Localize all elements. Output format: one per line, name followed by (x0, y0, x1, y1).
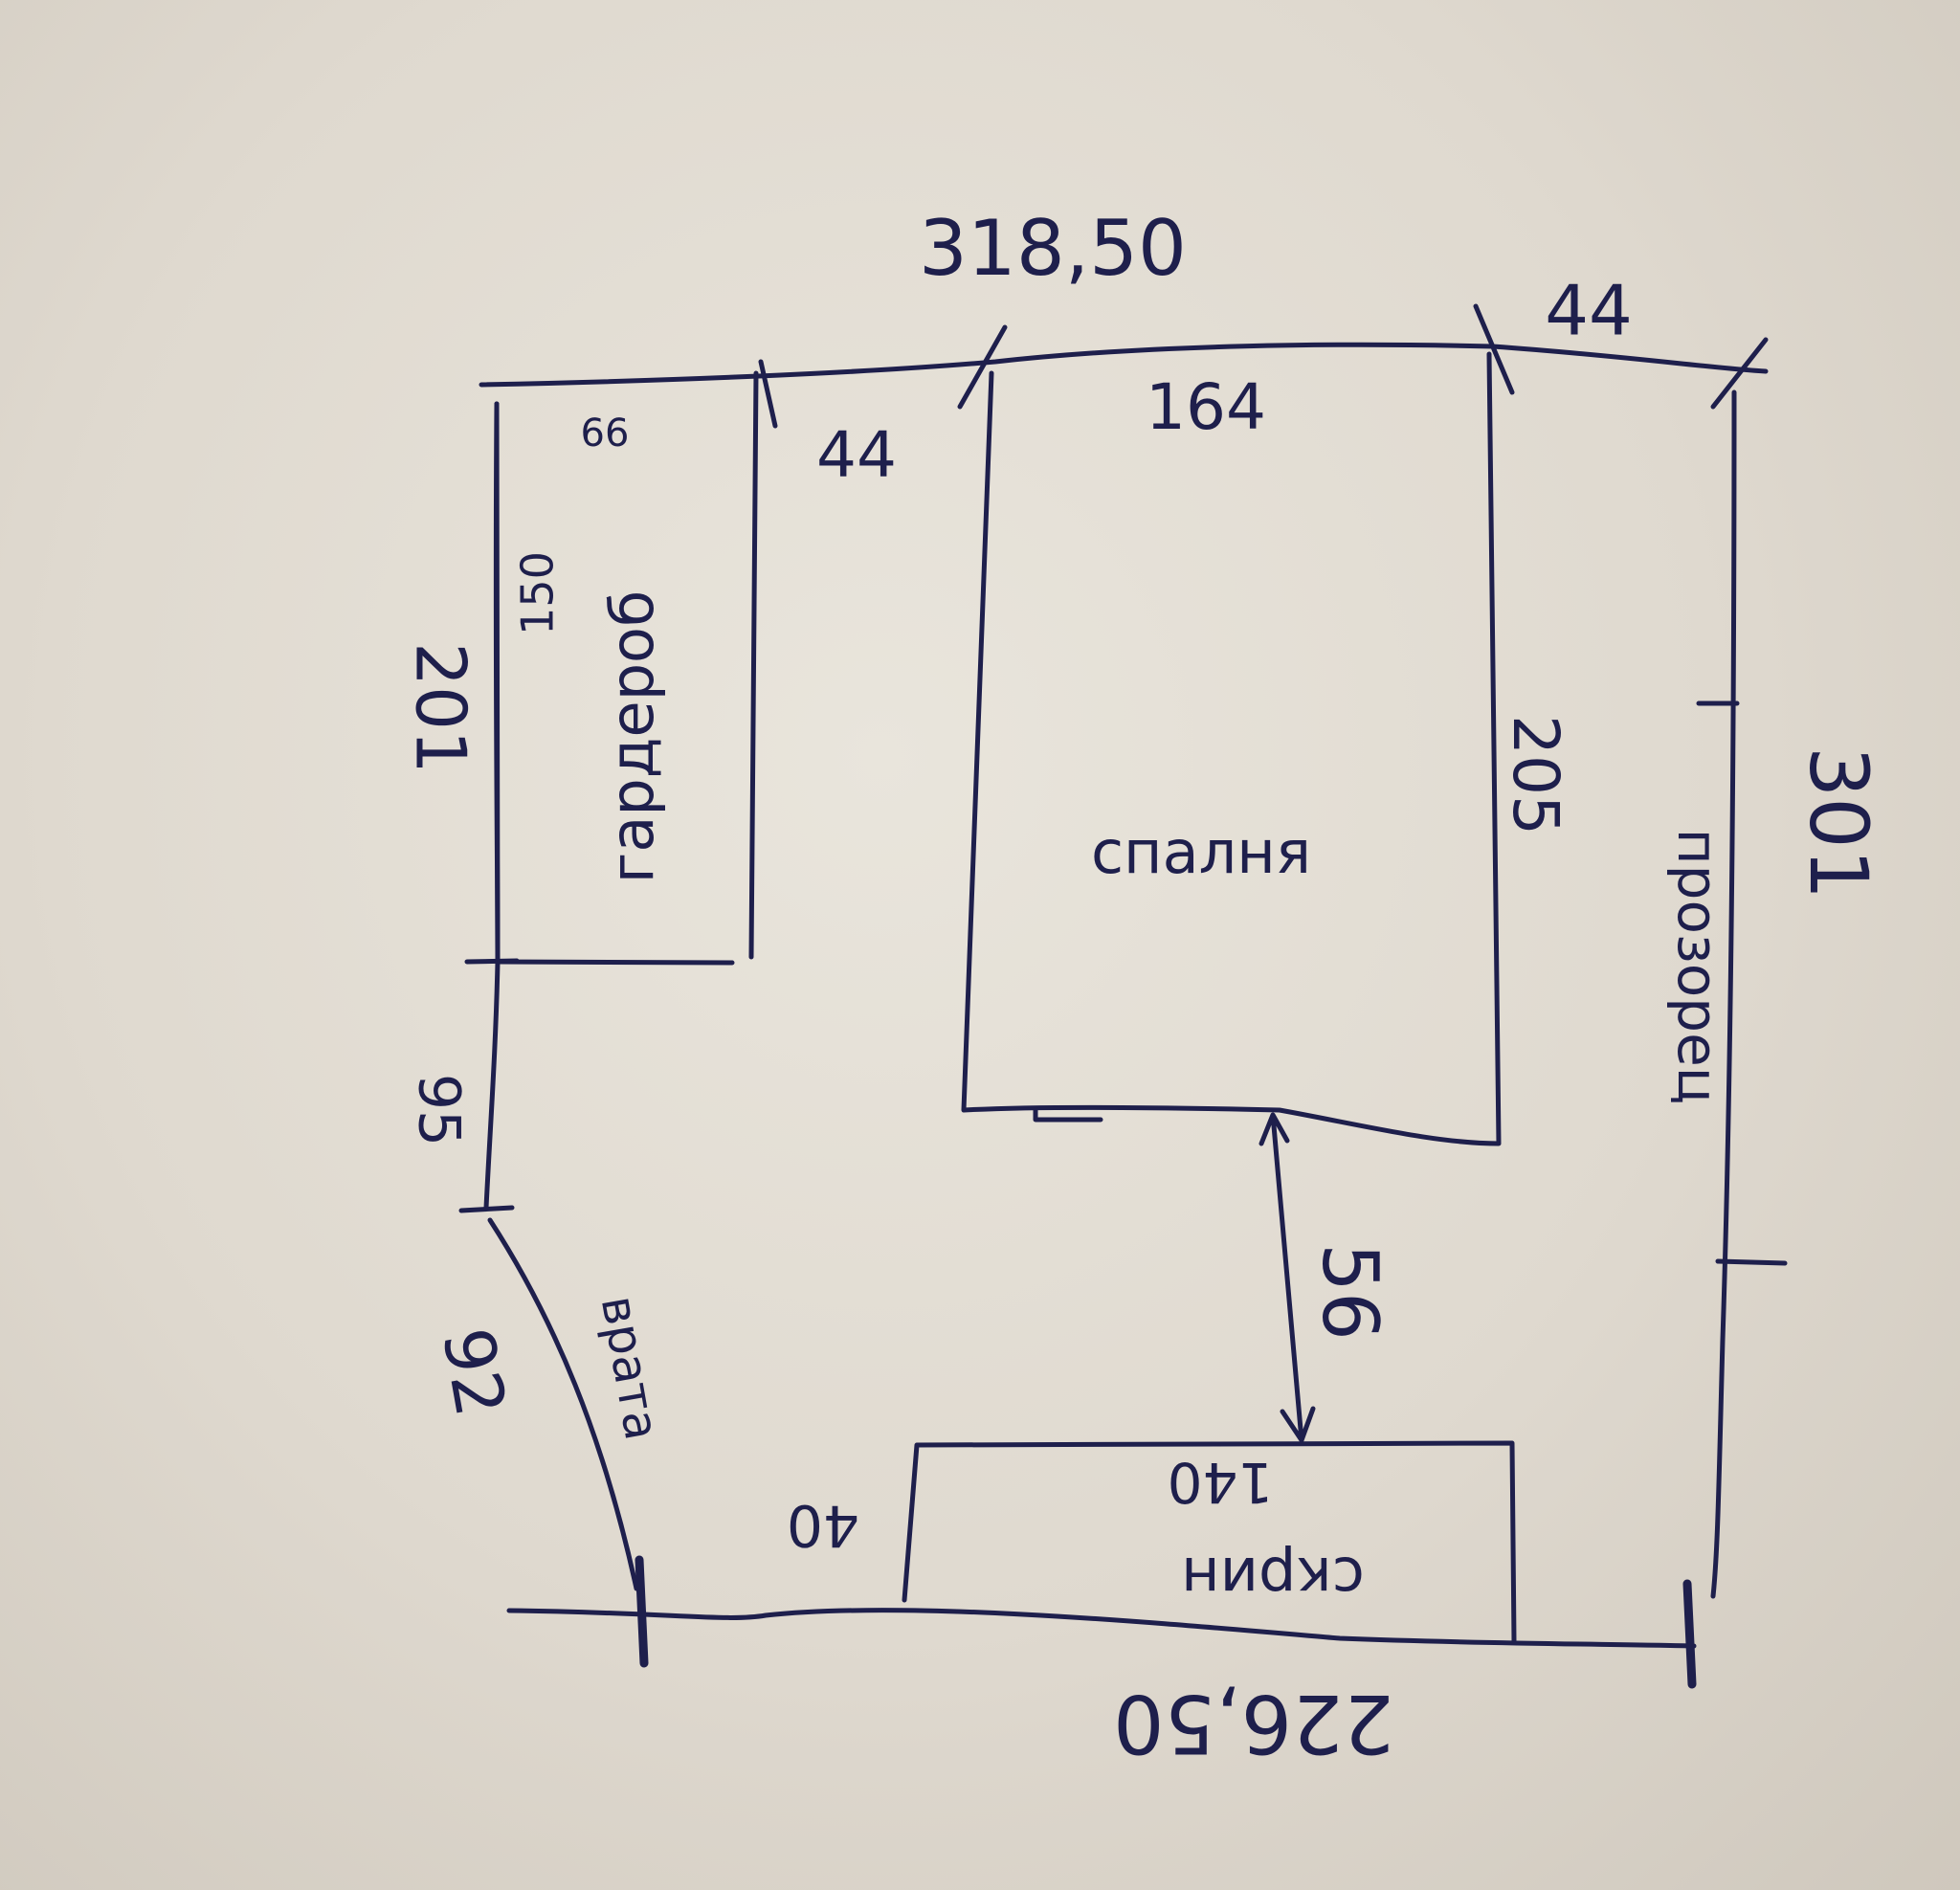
bed-foot-mark (1033, 1105, 1103, 1123)
tick (1682, 1579, 1697, 1689)
tick (758, 359, 778, 429)
wardrobe-label: гардероб (597, 590, 667, 883)
bed-label: спалня (1091, 817, 1311, 887)
dim-door-width: 92 (427, 1323, 522, 1423)
dim-chest-depth: 40 (787, 1491, 859, 1558)
tick (1473, 303, 1515, 395)
door-arc (487, 1217, 639, 1591)
dim-top-right: 44 (1545, 271, 1633, 351)
bed-outline (961, 351, 1502, 1146)
dim-bottom-wall: 226,50 (1113, 1677, 1394, 1770)
dim-right-wall: 301 (1792, 746, 1885, 900)
dim-bed-length: 205 (1499, 715, 1572, 835)
window-label: прозорец (1665, 829, 1730, 1105)
tick (458, 1205, 515, 1213)
door-label: врата (590, 1292, 670, 1444)
chest-outline (902, 1440, 1517, 1644)
tick (957, 324, 1008, 410)
dim-bed-width: 164 (1146, 370, 1266, 444)
chest-width-label: 140 (1168, 1450, 1274, 1515)
dim-left-wall-lower: 95 (405, 1074, 472, 1146)
dim-left-wall-upper: 201 (400, 642, 480, 773)
top-wall (479, 342, 1769, 388)
dim-wardrobe-depth: 66 (581, 411, 630, 456)
right-wall (1710, 389, 1737, 1599)
dim-gap-wardrobe-bed: 44 (816, 418, 897, 492)
wardrobe-outline (494, 370, 759, 966)
chest-label: скрин (1181, 1544, 1365, 1613)
distance-arrow (1258, 1112, 1316, 1443)
dim-wardrobe-length: 150 (512, 551, 564, 635)
tick (1710, 337, 1769, 410)
tick (635, 1555, 649, 1668)
dim-bed-to-chest: 56 (1305, 1243, 1394, 1341)
tick (1715, 1258, 1788, 1266)
bottom-wall (506, 1608, 1697, 1649)
dim-top-wall: 318,50 (919, 204, 1187, 293)
